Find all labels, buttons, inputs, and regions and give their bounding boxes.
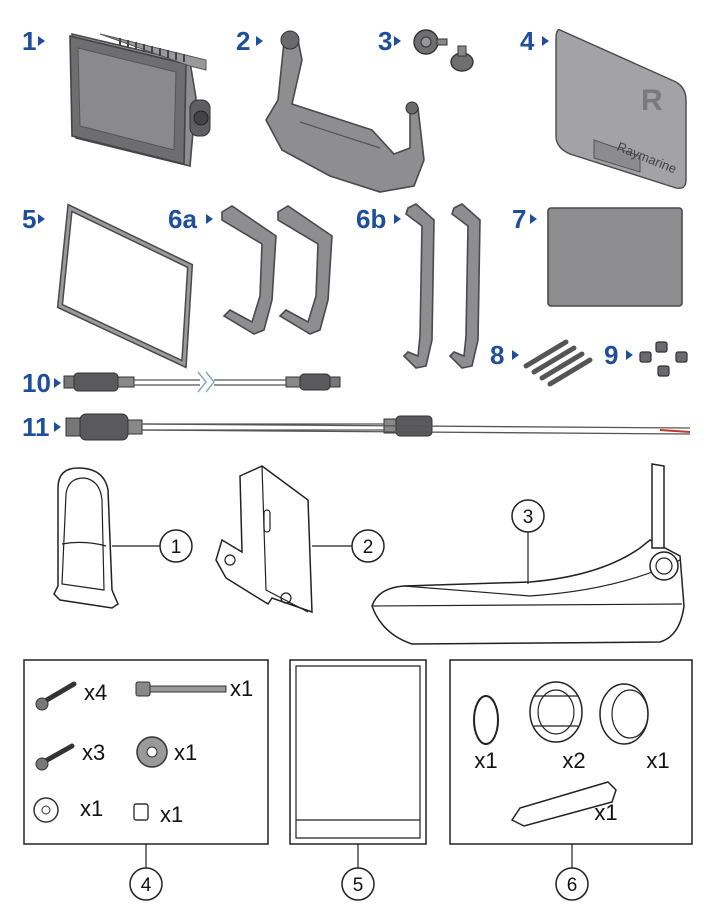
callout-4 xyxy=(129,867,163,901)
cable-boss-icon xyxy=(599,683,649,745)
split-ring-icon xyxy=(529,681,583,743)
item-11-group: 11 xyxy=(22,412,691,442)
cable-kit-box: x1 x2 x1 x1 6 xyxy=(449,659,693,901)
display-unit-image xyxy=(69,32,211,167)
item-label-4: 4 xyxy=(520,26,535,56)
item-label-11: 11 xyxy=(22,412,50,442)
arrow-icon xyxy=(38,214,45,224)
item-7-group: 7 xyxy=(512,204,683,307)
arrow-icon xyxy=(394,214,401,224)
qty-o-ring: x1 xyxy=(474,748,497,773)
callout-3-label: 3 xyxy=(523,507,534,528)
item-8-group: 8 xyxy=(490,339,593,387)
callout-2 xyxy=(351,529,385,563)
item-10-group: 10 xyxy=(22,368,341,398)
long-screw-icon xyxy=(35,681,77,711)
item-label-6a: 6a xyxy=(168,204,197,234)
item-9-group: 9 xyxy=(604,340,688,377)
qty-wedge: x1 xyxy=(594,800,617,825)
documentation-image xyxy=(547,207,683,307)
qty-lock-washer: x1 xyxy=(174,740,197,765)
item-5-group: 5 xyxy=(22,203,194,369)
long-bracket-image xyxy=(448,203,481,369)
transducer-group: 3 xyxy=(371,463,685,645)
callout-5 xyxy=(341,867,375,901)
callout-4-label: 4 xyxy=(141,875,152,896)
r-logo-icon: R xyxy=(641,84,663,117)
clamp-bracket-image xyxy=(221,205,277,335)
knob-icon xyxy=(450,45,474,72)
trunnion-bracket-image xyxy=(265,39,425,193)
item-6b-group: 6b xyxy=(356,203,481,369)
nut-icon xyxy=(133,803,149,821)
item-label-1: 1 xyxy=(22,26,36,56)
cable-cover-group: 1 xyxy=(53,467,193,609)
arrow-icon xyxy=(512,350,519,360)
item-4-group: 4 R Raymarine xyxy=(520,26,687,190)
arrow-icon xyxy=(530,214,537,224)
item-label-5: 5 xyxy=(22,204,36,234)
wedge-icon xyxy=(510,781,617,827)
qty-bolt: x1 xyxy=(230,676,253,701)
short-screw-icon xyxy=(35,743,75,771)
qty-washer: x1 xyxy=(80,796,103,821)
arrow-icon xyxy=(206,214,213,224)
item-label-6b: 6b xyxy=(356,204,386,234)
item-1-group: 1 xyxy=(22,26,211,167)
transom-bracket-group: 2 xyxy=(215,465,385,614)
qty-nut: x1 xyxy=(160,802,183,827)
lock-washer-icon xyxy=(136,736,168,768)
arrow-icon xyxy=(394,36,401,46)
item-label-7: 7 xyxy=(512,204,526,234)
arrow-icon xyxy=(542,36,549,46)
arrow-icon xyxy=(54,422,61,432)
qty-long-screw: x4 xyxy=(84,680,107,705)
qty-short-screw: x3 xyxy=(82,740,105,765)
item-label-2: 2 xyxy=(236,26,250,56)
qty-split-ring: x2 xyxy=(562,748,585,773)
network-cable-image xyxy=(63,371,341,393)
long-bracket-image xyxy=(402,203,435,369)
callout-2-label: 2 xyxy=(363,537,374,558)
power-cable-image xyxy=(65,413,691,441)
transducer-image xyxy=(371,539,685,645)
callout-5-label: 5 xyxy=(353,875,364,896)
item-2-group: 2 xyxy=(236,26,425,193)
screw-icon xyxy=(523,339,593,387)
clamp-bracket-image xyxy=(277,205,333,335)
sun-cover-image xyxy=(555,29,687,190)
callout-3 xyxy=(511,499,545,533)
arrow-icon xyxy=(626,350,633,360)
bolt-icon xyxy=(135,681,227,697)
callout-1-label: 1 xyxy=(171,537,182,558)
arrow-icon xyxy=(256,36,263,46)
item-label-3: 3 xyxy=(378,26,392,56)
callout-6-label: 6 xyxy=(567,875,578,896)
arrow-icon xyxy=(38,36,45,46)
arrow-icon xyxy=(54,378,61,388)
o-ring-icon xyxy=(473,695,499,745)
item-label-9: 9 xyxy=(604,340,618,370)
nut-icon xyxy=(639,341,688,377)
documentation-box: 5 xyxy=(289,659,427,901)
qty-cable-boss: x1 xyxy=(646,748,669,773)
item-3-group: 3 xyxy=(378,26,474,72)
item-label-8: 8 xyxy=(490,340,504,370)
fixings-box: x4 x1 x3 x1 x1 x1 4 xyxy=(23,659,269,901)
item-6a-group: 6a xyxy=(168,204,333,335)
washer-icon xyxy=(33,797,59,823)
callout-6 xyxy=(555,867,589,901)
callout-1 xyxy=(159,529,193,563)
knob-icon xyxy=(413,29,448,55)
item-label-10: 10 xyxy=(22,368,51,398)
